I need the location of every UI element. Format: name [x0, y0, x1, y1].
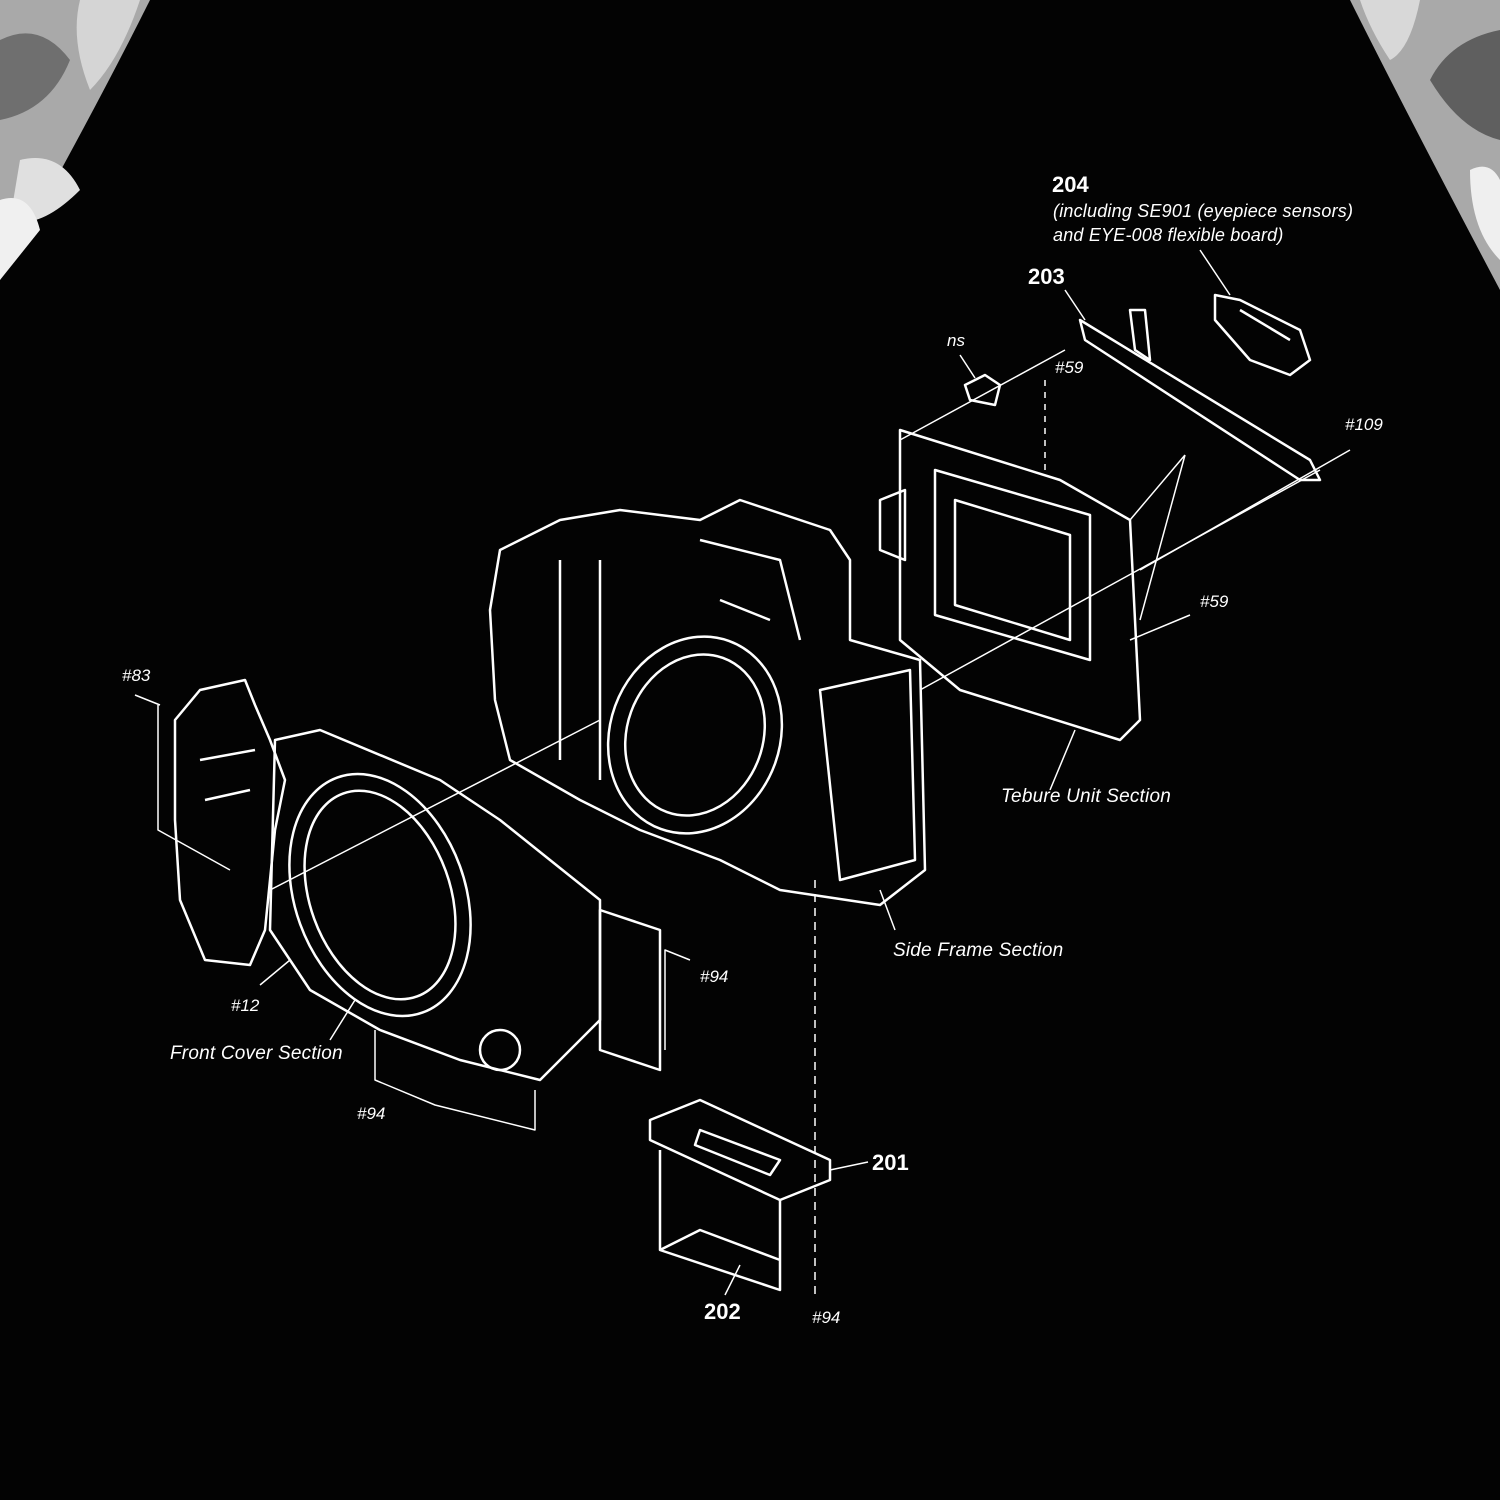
camera-body-part	[488, 498, 927, 907]
camo-sleeve-left	[0, 0, 150, 280]
tebure-unit-section-label: Tebure Unit Section	[1001, 786, 1171, 807]
part-201-label: 201	[872, 1150, 909, 1175]
grip-part	[173, 678, 287, 967]
screw-83-label: #83	[122, 666, 151, 685]
part-204-description-line2: and EYE-008 flexible board)	[1053, 225, 1284, 245]
camo-sleeve-right	[1350, 0, 1500, 290]
screw-94-mid-label: #94	[700, 967, 729, 986]
screw-59-top-label: #59	[1055, 358, 1084, 377]
front-cover-part	[268, 728, 662, 1082]
screw-12-label: #12	[231, 996, 260, 1015]
screw-94-left-label: #94	[357, 1104, 386, 1123]
eyepiece-204-part	[1213, 293, 1312, 377]
part-204-description-line1: (including SE901 (eyepiece sensors)	[1053, 201, 1354, 221]
front-cover-section-label: Front Cover Section	[170, 1043, 343, 1064]
bracket-203-part	[1078, 308, 1322, 482]
leader-lines	[134, 249, 1351, 1300]
part-202-label: 202	[704, 1299, 741, 1324]
tebure-unit-part	[878, 428, 1142, 742]
part-203-label: 203	[1028, 264, 1065, 289]
side-frame-section-label: Side Frame Section	[893, 940, 1064, 961]
screw-ns-label: ns	[947, 331, 965, 350]
screw-94-bottom-label: #94	[812, 1308, 841, 1327]
bottom-plate-201-part	[648, 1098, 832, 1292]
screw-59-right-label: #59	[1200, 592, 1229, 611]
part-204-label: 204	[1052, 172, 1089, 197]
ns-part	[963, 373, 1002, 407]
screw-109-label: #109	[1345, 415, 1383, 434]
